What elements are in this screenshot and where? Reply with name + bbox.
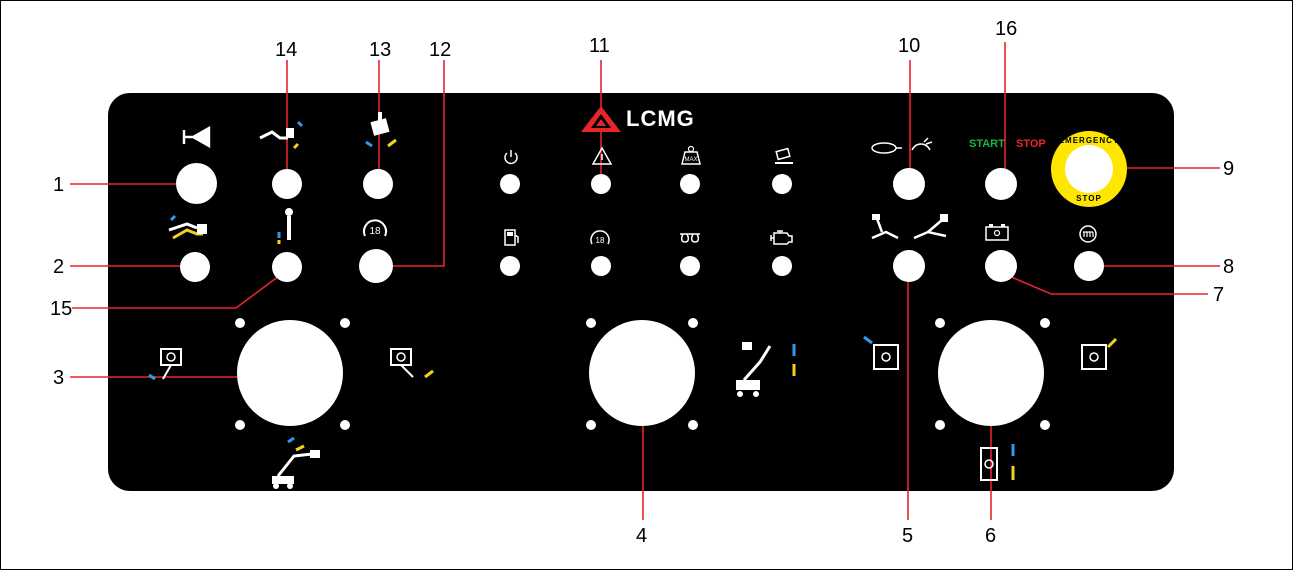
start-label: START — [969, 138, 1005, 150]
callout-5: 5 — [902, 525, 914, 547]
horn-button[interactable] — [176, 163, 217, 204]
max-label: MAX — [684, 157, 697, 163]
emergency-label: EMERGENCY — [1058, 136, 1120, 145]
speed-select-button[interactable] — [359, 249, 393, 283]
joystick-left[interactable] — [237, 320, 343, 426]
overload-max-icon: MAX — [681, 145, 701, 165]
level-icon — [168, 214, 207, 240]
platform-tilt-icon — [775, 147, 793, 164]
mount-hole — [935, 318, 945, 328]
callout-11: 11 — [589, 35, 610, 57]
mount-hole — [1040, 318, 1050, 328]
boom-select-button[interactable] — [893, 250, 925, 282]
overload-lamp — [680, 174, 700, 194]
power-icon — [504, 150, 518, 165]
platform-rotate-button[interactable] — [363, 169, 393, 199]
fuel-lamp — [500, 256, 520, 276]
callout-9: 9 — [1223, 158, 1235, 180]
callout-15: 15 — [50, 298, 73, 320]
callout-4: 4 — [636, 525, 648, 547]
boom-select-icon — [871, 214, 948, 240]
glow-plug-lamp — [680, 256, 700, 276]
speed-lamp — [591, 256, 611, 276]
rotate-platform-icon — [365, 112, 397, 148]
telescope-button[interactable] — [272, 252, 302, 282]
mount-hole — [688, 318, 698, 328]
engine-fault-icon — [770, 230, 793, 245]
callout-3: 3 — [53, 367, 65, 389]
telescope-icon — [277, 208, 293, 244]
callout-8: 8 — [1223, 256, 1235, 278]
slew-right-icon — [390, 348, 434, 379]
lcmg-logo-icon — [581, 106, 621, 132]
slew-left-icon — [148, 348, 182, 381]
drive-forward-reverse-icon — [980, 444, 1015, 481]
joystick-center[interactable] — [589, 320, 695, 426]
start-stop-button[interactable] — [985, 168, 1017, 200]
mount-hole — [935, 420, 945, 430]
battery-button[interactable] — [985, 250, 1017, 282]
mount-hole — [586, 318, 596, 328]
callout-6: 6 — [985, 525, 997, 547]
speed-limit-indicator-icon: 18 — [590, 230, 610, 245]
leader-line-12 — [387, 60, 445, 267]
steer-right-icon — [1081, 337, 1118, 370]
speed-limit-icon: 18 — [363, 219, 387, 237]
glow-plug-control-icon — [1079, 225, 1097, 243]
leader-line-15 — [72, 272, 284, 309]
glow-plug-button[interactable] — [1074, 251, 1104, 281]
fuel-icon — [504, 229, 519, 246]
warning-triangle-icon — [591, 146, 613, 165]
mount-hole — [1040, 420, 1050, 430]
mount-hole — [688, 420, 698, 430]
upper-boom-icon — [736, 342, 796, 397]
mount-hole — [340, 318, 350, 328]
platform-level-button[interactable] — [180, 252, 210, 282]
travel-speed-button[interactable] — [893, 168, 925, 200]
callout-14: 14 — [275, 39, 298, 61]
turtle-rabbit-icon — [871, 137, 933, 154]
stop-label: STOP — [1016, 138, 1046, 150]
mount-hole — [235, 318, 245, 328]
callout-16: 16 — [995, 18, 1018, 40]
mount-hole — [235, 420, 245, 430]
callout-13: 13 — [369, 39, 392, 61]
emergency-stop-label: STOP — [1076, 194, 1102, 203]
mount-hole — [586, 420, 596, 430]
svg-text:18: 18 — [369, 226, 381, 237]
glow-plug-icon — [680, 233, 700, 243]
jib-lift-button[interactable] — [272, 169, 302, 199]
engine-fault-lamp — [772, 256, 792, 276]
jib-icon — [259, 120, 304, 150]
brand-logo-text: LCMG — [626, 106, 695, 131]
main-boom-icon — [272, 436, 320, 489]
emergency-stop-button[interactable]: EMERGENCY STOP — [1051, 131, 1127, 207]
callout-10: 10 — [898, 35, 921, 57]
callout-2: 2 — [53, 256, 65, 278]
warning-lamp — [591, 174, 611, 194]
svg-text:18: 18 — [596, 236, 605, 245]
callout-7: 7 — [1213, 284, 1225, 306]
callout-12: 12 — [429, 39, 452, 61]
horn-icon — [182, 125, 211, 148]
battery-icon — [985, 224, 1009, 241]
tilt-lamp — [772, 174, 792, 194]
joystick-right[interactable] — [938, 320, 1044, 426]
steer-left-icon — [863, 335, 899, 370]
mount-hole — [340, 420, 350, 430]
callout-1: 1 — [53, 174, 65, 196]
power-lamp — [500, 174, 520, 194]
leader-line-7 — [1001, 272, 1208, 295]
